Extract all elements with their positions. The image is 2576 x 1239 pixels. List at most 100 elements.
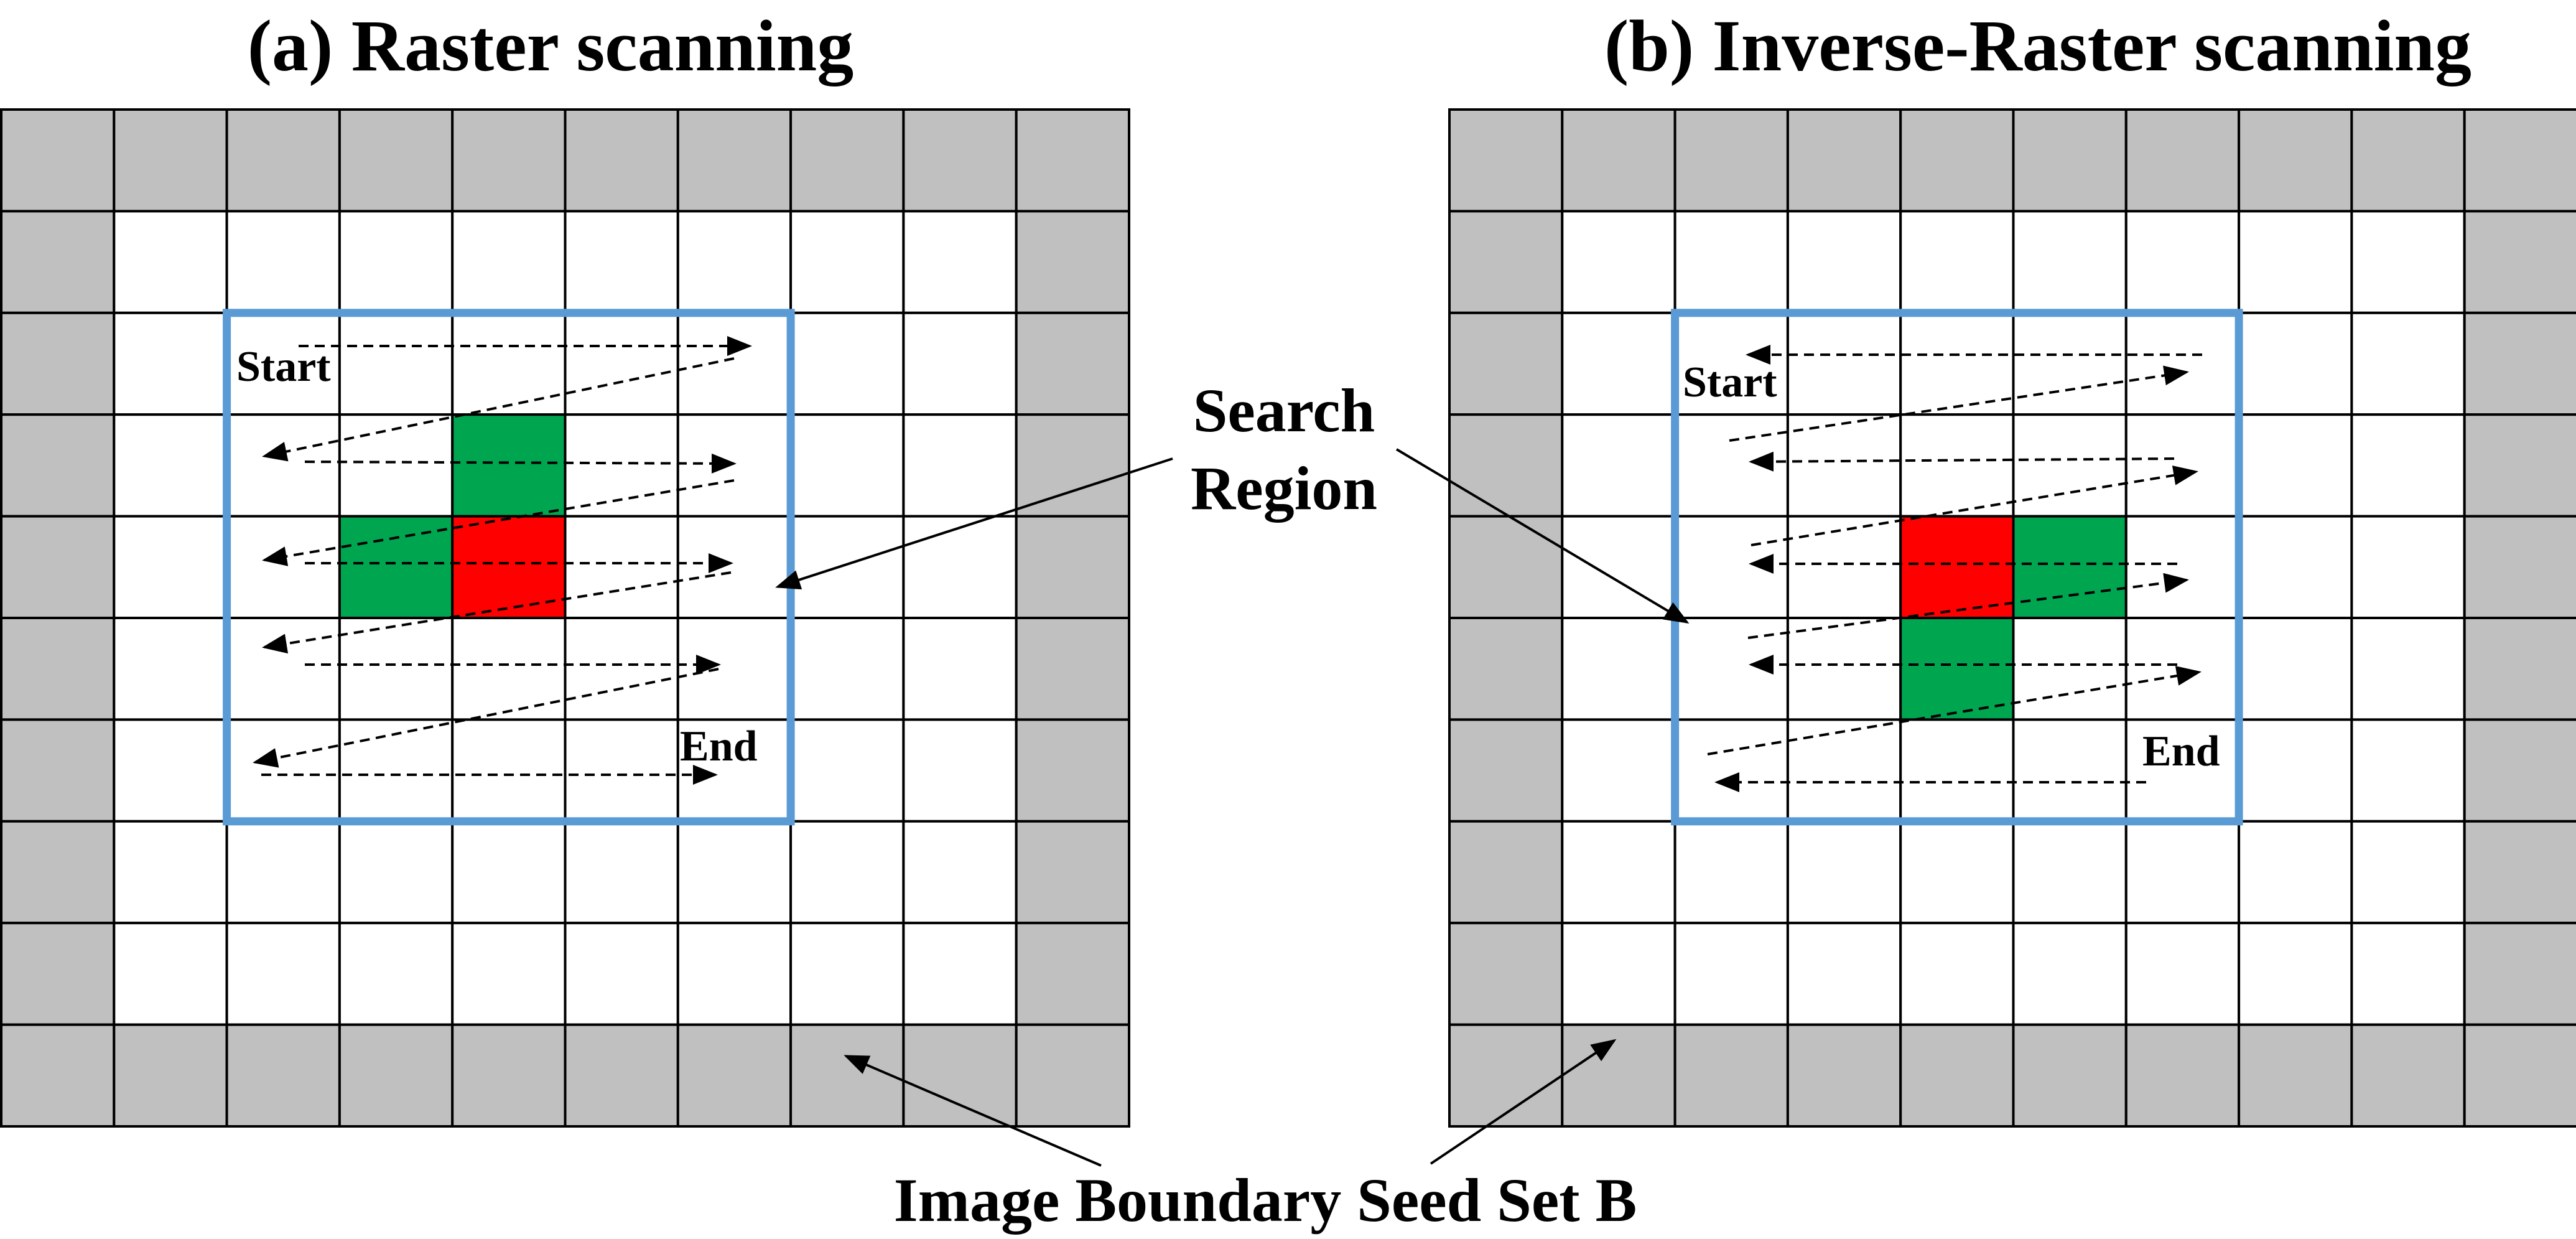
grid-cell xyxy=(113,820,228,925)
grid-cell xyxy=(564,922,679,1026)
grid-cell xyxy=(2012,311,2127,416)
boundary-cell xyxy=(0,108,116,213)
boundary-cell xyxy=(1015,820,1130,925)
grid-cell xyxy=(1786,820,1902,925)
grid-cell xyxy=(902,617,1018,721)
grid-cell xyxy=(338,820,454,925)
grid-cell xyxy=(1786,718,1902,823)
grid-cell xyxy=(225,820,341,925)
grid-cell xyxy=(2238,311,2353,416)
search-region-pointer-right xyxy=(1395,448,1690,624)
grid-cell xyxy=(1899,820,2015,925)
grid-cell xyxy=(225,311,341,416)
grid-cell xyxy=(902,718,1018,823)
current-pixel-cell xyxy=(1899,515,2015,619)
boundary-cell xyxy=(789,1023,905,1128)
grid-cell xyxy=(1673,413,1789,518)
grid-cell xyxy=(564,413,679,518)
grid-cell xyxy=(1561,922,1676,1026)
grid-cell xyxy=(676,311,793,416)
grid-cell xyxy=(2124,718,2241,823)
search-region-box xyxy=(1671,309,2243,826)
grid-cell xyxy=(2238,515,2353,619)
boundary-cell xyxy=(2463,922,2576,1026)
grid-cell xyxy=(2238,820,2353,925)
boundary-cell xyxy=(902,108,1018,213)
grid-cell xyxy=(676,413,793,518)
boundary-cell xyxy=(451,108,567,213)
grid-cell xyxy=(451,311,567,416)
boundary-cell xyxy=(1448,311,1564,416)
boundary-cell xyxy=(451,1023,567,1128)
grid-cell xyxy=(1561,413,1676,518)
grid-cell xyxy=(2238,617,2353,721)
boundary-cell xyxy=(1448,922,1564,1026)
grid-cell xyxy=(564,515,679,619)
boundary-pointer-right xyxy=(1430,1039,1617,1165)
boundary-cell xyxy=(564,108,679,213)
end-label-raster: End xyxy=(680,722,758,770)
boundary-cell xyxy=(2463,718,2576,823)
grid-cell xyxy=(2012,210,2127,314)
boundary-cell xyxy=(1015,1023,1130,1128)
grid-cell xyxy=(2124,311,2241,416)
grid-cell xyxy=(2238,210,2353,314)
grid-cell xyxy=(1561,718,1676,823)
grid-cell xyxy=(676,617,793,721)
title-inverse-raster-scanning: (b) Inverse-Raster scanning xyxy=(1604,5,2471,86)
grid-cell xyxy=(451,820,567,925)
grid-cell xyxy=(2012,617,2127,721)
grid-cell xyxy=(225,922,341,1026)
grid-cell xyxy=(1561,820,1676,925)
grid-cell xyxy=(676,515,793,619)
grid-cell xyxy=(2124,210,2241,314)
grid-cell xyxy=(902,413,1018,518)
grid-cell xyxy=(2238,413,2353,518)
grid-cell xyxy=(338,210,454,314)
grid-cell xyxy=(2350,413,2466,518)
grid-cell xyxy=(2350,617,2466,721)
grid-cell xyxy=(113,210,228,314)
grid-cell xyxy=(2350,210,2466,314)
boundary-cell xyxy=(225,108,341,213)
boundary-cell xyxy=(1786,108,1902,213)
grid-cell xyxy=(1561,617,1676,721)
grid-cell xyxy=(2238,718,2353,823)
boundary-cell xyxy=(1899,108,2015,213)
boundary-cell xyxy=(2463,617,2576,721)
grid-cell xyxy=(451,210,567,314)
search-region-pointer-left xyxy=(775,457,1173,590)
boundary-seed-set-label: Image Boundary Seed Set B xyxy=(894,1166,1637,1235)
grid-cell xyxy=(676,718,793,823)
boundary-cell xyxy=(2463,210,2576,314)
grid-cell xyxy=(113,413,228,518)
grid-cell xyxy=(113,515,228,619)
boundary-cell xyxy=(2238,108,2353,213)
boundary-cell xyxy=(0,1023,116,1128)
boundary-cell xyxy=(1448,413,1564,518)
boundary-cell xyxy=(676,1023,793,1128)
grid-cell xyxy=(113,718,228,823)
boundary-cell xyxy=(2463,413,2576,518)
boundary-cell xyxy=(1561,108,1676,213)
boundary-cell xyxy=(1015,413,1130,518)
grid-cell xyxy=(1673,617,1789,721)
boundary-cell xyxy=(1448,210,1564,314)
end-label-inverse-raster: End xyxy=(2142,727,2220,775)
boundary-cell xyxy=(1448,617,1564,721)
search-region-box xyxy=(223,309,795,826)
grid-cell xyxy=(1786,413,1902,518)
scan-path-inverse-raster xyxy=(1707,345,2202,792)
title-raster-scanning: (a) Raster scanning xyxy=(248,5,854,86)
grid-cell xyxy=(1673,515,1789,619)
grid-cell xyxy=(1786,922,1902,1026)
grid-cell xyxy=(2124,820,2241,925)
boundary-cell xyxy=(0,718,116,823)
grid-cell xyxy=(789,210,905,314)
grid-cell xyxy=(789,515,905,619)
boundary-cell xyxy=(1448,820,1564,925)
boundary-cell xyxy=(0,413,116,518)
grid-cell xyxy=(2350,922,2466,1026)
boundary-cell xyxy=(789,108,905,213)
boundary-cell xyxy=(1561,1023,1676,1128)
